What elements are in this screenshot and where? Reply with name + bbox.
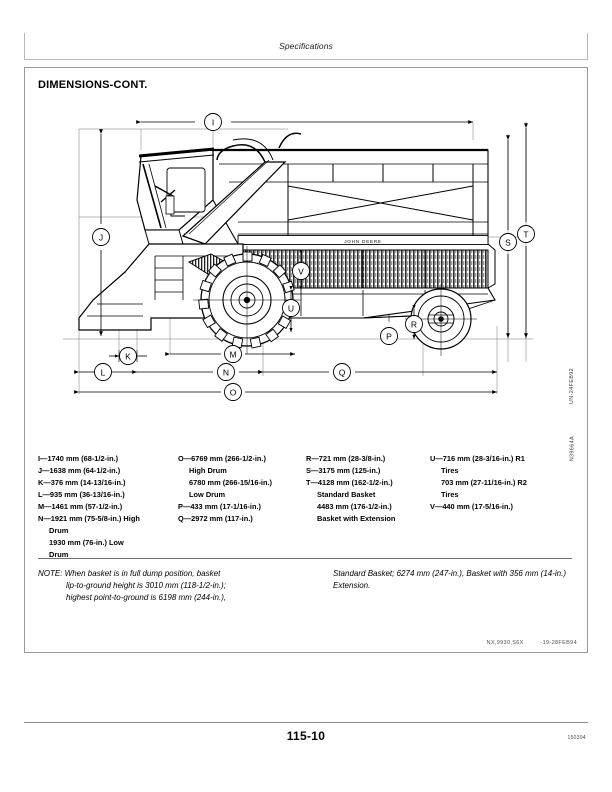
figure-image-code: UN-24FEB92 (569, 368, 575, 405)
note-left: NOTE: When basket is in full dump positi… (38, 568, 333, 604)
svg-text:I: I (212, 118, 214, 128)
callout-O: O (224, 383, 242, 401)
document-id-revision: -19-28FEB94 (540, 640, 577, 646)
svg-text:L: L (101, 368, 106, 378)
document-id: NX,9930,S6X -19-28FEB94 (487, 640, 578, 646)
callout-L: L (94, 363, 112, 381)
revision-code: 150394 (567, 735, 586, 741)
legend-item: Standard Basket (317, 489, 376, 499)
callout-M: M (224, 345, 242, 363)
legend-item: Basket with Extension (317, 513, 396, 523)
page-title: DIMENSIONS-CONT. (38, 79, 148, 91)
legend-item: 1930 mm (76-in.) Low (49, 537, 124, 547)
content-frame: DIMENSIONS-CONT. (24, 67, 588, 653)
legend-item: High Drum (189, 465, 227, 475)
callout-J: J (92, 228, 110, 246)
legend-item: S—3175 mm (125-in.) (306, 465, 381, 475)
svg-text:M: M (229, 350, 236, 360)
callout-T: T (517, 225, 535, 243)
note-block: NOTE: When basket is in full dump positi… (38, 558, 572, 604)
callout-K: K (119, 347, 137, 365)
callout-V: V (292, 262, 310, 280)
legend-item: 6780 mm (266-15/16-in.) (189, 477, 272, 487)
legend-item: Drum (49, 525, 69, 535)
legend-item: M—1461 mm (57-1/2-in.) (38, 501, 123, 511)
svg-text:T: T (523, 230, 528, 240)
legend-column-3: R—721 mm (28-3/8-in.) S—3175 mm (125-in.… (306, 453, 422, 561)
callout-U: U (282, 299, 300, 317)
legend-item: P—433 mm (17-1/16-in.) (178, 501, 261, 511)
svg-text:S: S (505, 238, 511, 248)
callout-R: R (405, 315, 423, 333)
running-header: Specifications (24, 33, 588, 60)
page-footer: 115-10 150394 (24, 722, 588, 743)
svg-text:P: P (386, 332, 392, 342)
legend-item: I—1740 mm (68-1/2-in.) (38, 454, 119, 463)
svg-text:Q: Q (339, 368, 346, 378)
callout-bubbles: I J K L M (92, 113, 535, 401)
legend-item: J—1638 mm (64-1/2-in.) (38, 465, 121, 475)
legend-item: Low Drum (189, 489, 226, 499)
legend-item: 703 mm (27-11/16-in.) R2 (441, 477, 527, 487)
document-id-code: NX,9930,S6X (486, 640, 524, 646)
legend-item: Tires (441, 465, 459, 475)
svg-text:K: K (125, 352, 131, 362)
legend-item: K—376 mm (14-13/16-in.) (38, 477, 126, 487)
legend-item: L—935 mm (36-13/16-in.) (38, 489, 125, 499)
legend-item: O—6769 mm (266-1/2-in.) (178, 454, 266, 463)
note-line: NOTE: When basket is in full dump positi… (38, 569, 221, 578)
legend-item: V—440 mm (17-5/16-in.) (430, 501, 513, 511)
legend-item: U—716 mm (28-3/16-in.) R1 (430, 454, 525, 463)
machine-dimension-illustration: I J K L M (33, 104, 581, 461)
machine-brand-label: JOHN DEERE (344, 239, 382, 244)
note-line: highest point-to-ground is 6198 mm (244-… (66, 593, 227, 602)
note-right: Standard Basket; 6274 mm (247-in.), Bask… (333, 569, 566, 590)
callout-S: S (499, 233, 517, 251)
legend-column-2: O—6769 mm (266-1/2-in.) High Drum 6780 m… (178, 453, 306, 561)
legend-column-1: I—1740 mm (68-1/2-in.) J—1638 mm (64-1/2… (38, 453, 178, 561)
svg-text:R: R (411, 320, 417, 330)
svg-text:V: V (298, 267, 304, 277)
legend-item: Q—2972 mm (117-in.) (178, 513, 253, 523)
note-line: lip-to-ground height is 3010 mm (118-1/2… (66, 581, 226, 590)
legend-item: N—1921 mm (75-5/8-in.) High (38, 513, 140, 523)
legend-item: R—721 mm (28-3/8-in.) (306, 454, 386, 463)
page-number: 115-10 (286, 729, 326, 743)
dimension-legend: I—1740 mm (68-1/2-in.) J—1638 mm (64-1/2… (38, 453, 572, 561)
svg-text:J: J (99, 233, 103, 243)
callout-N: N (217, 363, 235, 381)
legend-column-4: U—716 mm (28-3/16-in.) R1 Tires 703 mm (… (422, 453, 562, 561)
svg-text:O: O (230, 388, 237, 398)
callout-I: I (204, 113, 222, 131)
legend-item: Tires (441, 489, 459, 499)
svg-text:U: U (288, 304, 294, 314)
legend-item: T—4128 mm (162-1/2-in.) (306, 477, 393, 487)
svg-text:N: N (223, 368, 229, 378)
legend-item: 4483 mm (176-1/2-in.) (317, 501, 392, 511)
illustration-svg: I J K L M (63, 113, 535, 401)
legend-item: Drum (49, 549, 69, 559)
callout-Q: Q (333, 363, 351, 381)
callout-P: P (380, 327, 398, 345)
running-header-title: Specifications (279, 41, 333, 51)
